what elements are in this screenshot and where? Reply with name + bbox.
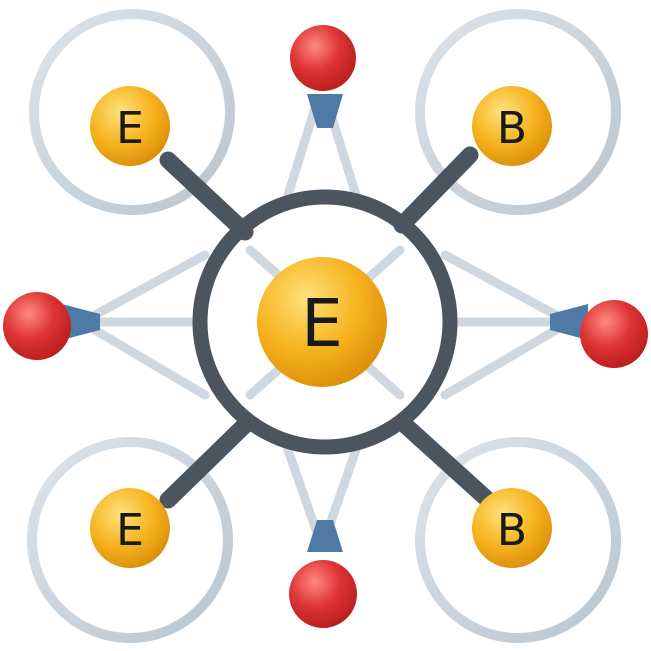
bond-bottom-left (159, 416, 254, 509)
strut-left-c (90, 325, 210, 400)
bond-top-left (159, 151, 254, 241)
strut-bottom-a (283, 445, 321, 535)
corner-node-bottom-right: B (472, 488, 552, 568)
central-ring (192, 189, 458, 455)
strut-left-a (90, 250, 210, 320)
terminal-nodes (3, 25, 648, 628)
terminal-node-left (3, 292, 71, 360)
connector-left (62, 304, 100, 340)
corner-node-label: B (497, 103, 527, 154)
strut-right-c (440, 325, 561, 400)
bond-bottom-right (396, 416, 497, 509)
corner-rings (27, 9, 621, 643)
orbit-ring-bottom-left (27, 437, 233, 643)
terminal-node-right (580, 300, 648, 368)
connector-top (307, 94, 343, 128)
orbit-ring-top-right (415, 9, 621, 215)
terminal-node-bottom (289, 560, 357, 628)
corner-node-top-left: E (90, 86, 170, 166)
corner-node-label: E (116, 103, 144, 154)
strut-top-a (283, 100, 321, 200)
strut-bottom-b (323, 445, 361, 535)
orbit-ring-top-left (29, 9, 235, 215)
connector-bottom (307, 520, 343, 552)
center-node: E (257, 257, 387, 387)
bond-top-right (393, 146, 479, 234)
strut-right-a (440, 250, 561, 320)
corner-nodes: E B E B (90, 86, 552, 568)
dark-bonds (159, 146, 497, 509)
center-node-label: E (301, 285, 343, 362)
corner-node-label: B (497, 505, 527, 556)
corner-node-label: E (116, 505, 144, 556)
orbit-ring-bottom-right (415, 437, 621, 643)
corner-node-bottom-left: E (90, 488, 170, 568)
terminal-node-top (290, 25, 356, 91)
blue-connectors (62, 94, 588, 552)
corner-node-top-right: B (472, 86, 552, 166)
connector-right (550, 304, 588, 340)
